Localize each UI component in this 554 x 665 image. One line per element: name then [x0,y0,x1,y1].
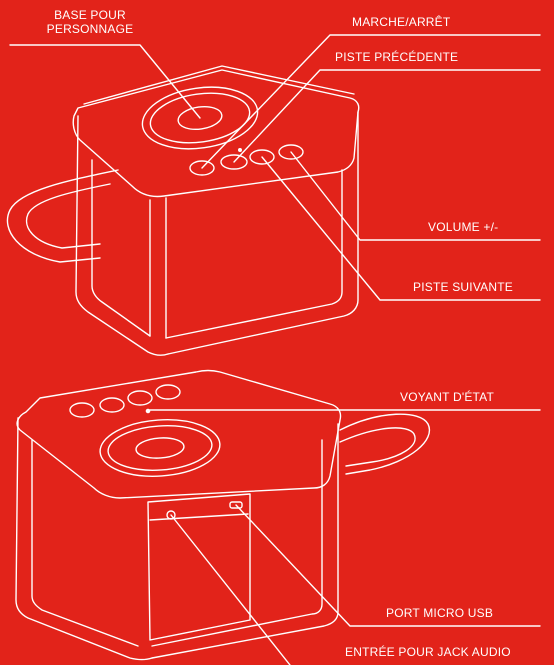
body-right-bottom [152,424,338,658]
piste-precedente-label: PISTE PRÉCÉDENTE [335,50,458,64]
top-face [73,70,358,197]
status-led [146,409,149,412]
strap-top [7,170,118,262]
volume-label: VOLUME +/- [428,220,498,234]
callout-lines [10,35,540,665]
port-micro-usb-label: PORT MICRO USB [386,606,493,620]
body-left [76,116,168,355]
entree-jack-label: ENTRÉE POUR JACK AUDIO [345,645,511,659]
body-left-bottom [16,418,152,660]
base-personnage-label: BASE POUR PERSONNAGE [30,8,150,36]
marche-arret-label: MARCHE/ARRÊT [352,15,450,29]
voyant-etat-label: VOYANT D'ÉTAT [400,390,494,404]
piste-suivante-label: PISTE SUIVANTE [413,280,513,294]
speaker-back-view [16,371,429,660]
strap-bottom [340,414,429,474]
base-personnage-label-line2: PERSONNAGE [30,22,150,36]
port-panel [148,494,250,640]
base-personnage-label-line1: BASE POUR [30,8,150,22]
